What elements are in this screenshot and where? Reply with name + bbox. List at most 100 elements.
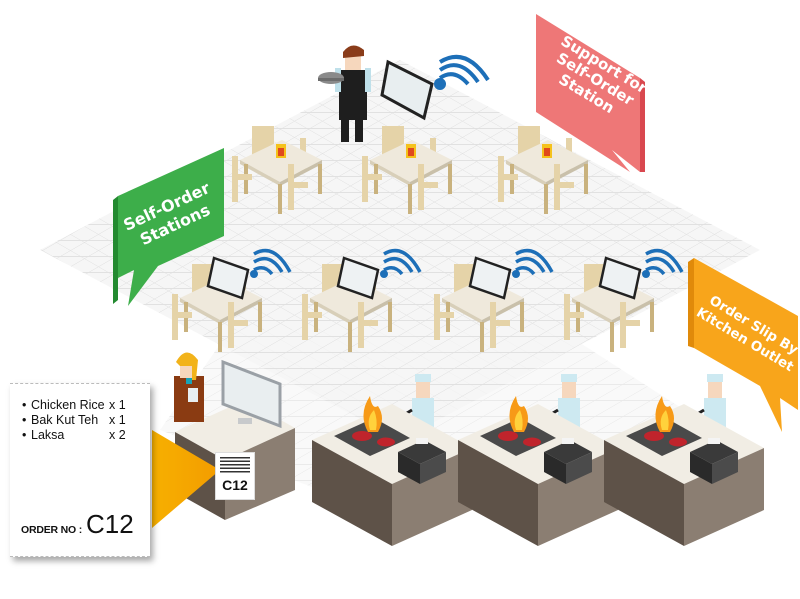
counter-front [684,448,764,546]
slip-order-number: C12 [222,477,248,493]
tablet-icon [468,256,512,300]
counter-order-slip: C12 [215,452,255,500]
waiter-figure [318,45,371,142]
chair-front [172,294,178,340]
order-number: C12 [86,509,134,539]
counter-front [392,448,472,546]
item-name: Bak Kut Teh [31,413,99,427]
stove-icon [626,418,702,456]
printer-paper [562,438,574,444]
tablet-icon [598,256,642,300]
chair-front [554,164,560,210]
dining-table [232,126,322,214]
dining-table [172,248,292,352]
kitchen-printer-icon [398,440,446,464]
stove-icon [480,418,556,456]
cashier-figure [174,352,204,422]
waiter-tablet-icon [380,59,434,121]
chair-front [564,294,570,340]
order-number-row: ORDER NO : C12 [21,509,134,540]
dining-table [362,126,452,214]
kitchen-printer-icon [544,440,592,464]
table-leg [408,184,412,214]
wifi-icon [512,248,554,278]
item-qty: x 1 [109,413,126,427]
item-name: Chicken Rice [31,398,105,412]
chef-hat-icon [415,374,431,382]
back-dining-tables [232,126,588,214]
item-qty: x 2 [109,428,126,442]
table-leg [520,302,524,332]
table-leg [544,184,548,214]
chair-front [434,294,440,340]
table-top [370,140,452,182]
chair-front [288,164,294,210]
slip-text-lines [220,457,250,473]
wifi-icon [642,248,684,278]
dining-table [302,248,422,352]
counter-side [604,440,684,546]
dining-table [564,248,684,352]
chef-hat-icon [561,374,577,382]
table-leg [480,322,484,352]
chair-front [232,156,238,202]
bullet: • [22,413,27,427]
chair-front [302,294,308,340]
kitchen-station [604,374,764,546]
kitchen-callout [688,258,798,432]
counter-front [538,448,618,546]
kitchen-station [458,374,618,546]
wifi-icon [380,248,422,278]
receipt-items: • Chicken Rice x 1 • Bak Kut Teh x 1 • Laksa x… [10,384,150,443]
kitchen-station [312,374,472,546]
table-leg [610,322,614,352]
receipt-item: • Chicken Rice x 1 [22,398,150,413]
wifi-icon [434,54,490,90]
table-leg [388,302,392,332]
chair-front [362,156,368,202]
table-leg [318,164,322,194]
printer-paper [416,438,428,444]
chair-front [228,302,234,348]
self-order-callout [113,148,224,306]
dining-table [498,126,588,214]
counter-side [312,440,392,546]
chair-front [358,302,364,348]
kitchen-stations [312,374,764,546]
counter-side [458,440,538,546]
chair-front [498,156,504,202]
table-leg [218,322,222,352]
tablet-icon [206,256,250,300]
receipt-item: • Bak Kut Teh x 1 [22,413,150,428]
stove-icon [334,418,410,456]
table-leg [448,164,452,194]
wifi-icon [250,248,292,278]
kitchen-printer-icon [690,440,738,464]
order-receipt: • Chicken Rice x 1 • Bak Kut Teh x 1 • Laksa x… [10,383,150,557]
chair-front [620,302,626,348]
flow-arrow [152,430,220,528]
table-leg [258,302,262,332]
tablet-icon [336,256,380,300]
table-top [506,140,588,182]
order-label: ORDER NO : [21,524,83,536]
table-leg [584,164,588,194]
receipt-item: • Laksa x 2 [22,428,150,443]
item-name: Laksa [31,428,65,442]
chef-hat-icon [707,374,723,382]
table-leg [278,184,282,214]
table-leg [348,322,352,352]
bullet: • [22,428,27,442]
item-qty: x 1 [109,398,126,412]
dining-table [434,248,554,352]
self-order-tables [172,248,684,352]
chair-front [418,164,424,210]
table-top [240,140,322,182]
printer-paper [708,438,720,444]
support-callout [536,14,645,172]
pos-monitor-icon [221,359,282,429]
bullet: • [22,398,27,412]
table-leg [650,302,654,332]
chair-front [490,302,496,348]
